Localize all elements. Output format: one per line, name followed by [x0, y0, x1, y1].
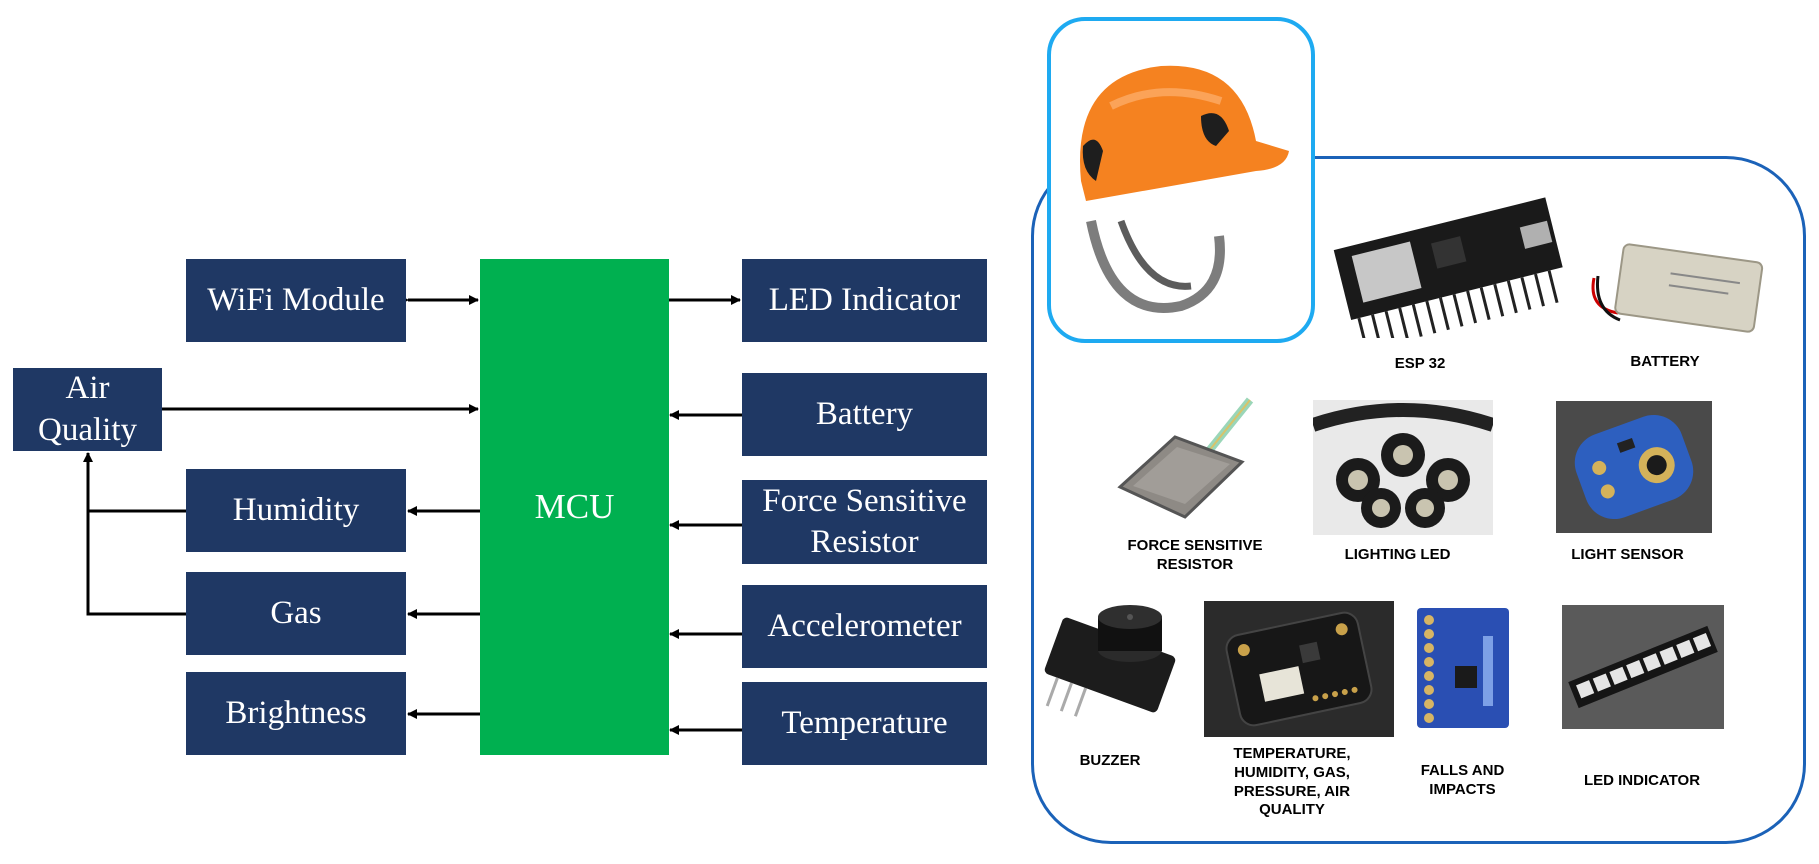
air-quality-label: Air Quality	[38, 370, 137, 448]
environment-sensor-caption: TEMPERATURE, HUMIDITY, GAS, PRESSURE, AI…	[1233, 745, 1351, 819]
humidity-block: Humidity	[186, 469, 406, 552]
environment-sensor-image	[1204, 601, 1394, 737]
temperature-block: Temperature	[742, 682, 987, 765]
imu-caption: FALLS AND IMPACTS	[1420, 762, 1505, 798]
esp32-board-image	[1333, 197, 1563, 338]
fsr-label: Force Sensitive Resistor	[762, 482, 967, 560]
arrow-gas-air	[83, 452, 186, 616]
light-sensor-caption: LIGHT SENSOR	[1571, 546, 1684, 563]
esp32-caption: ESP 32	[1394, 355, 1446, 372]
light-sensor-image	[1556, 401, 1712, 533]
humidity-label: Humidity	[232, 491, 360, 528]
fsr-caption: FORCE SENSITIVE RESISTOR	[1127, 537, 1263, 573]
battery-label: Battery	[815, 395, 914, 432]
force-sensitive-resistor-image	[1117, 397, 1254, 519]
wifi-module-block: WiFi Module	[186, 259, 406, 342]
gas-block: Gas	[186, 572, 406, 655]
led-indicator-block: LED Indicator	[742, 259, 987, 342]
safety-helmet-image	[1080, 65, 1289, 313]
helmet-frame	[1047, 17, 1315, 343]
battery-caption: BATTERY	[1630, 353, 1700, 370]
battery-image	[1591, 243, 1764, 333]
gas-label: Gas	[270, 594, 322, 631]
led-indicator-caption: LED INDICATOR	[1583, 772, 1701, 789]
fsr-block: Force Sensitive Resistor	[742, 480, 987, 564]
brightness-label: Brightness	[225, 694, 367, 731]
diagram-arrows	[83, 295, 742, 735]
air-quality-block: Air Quality	[13, 368, 162, 451]
wifi-module-label: WiFi Module	[207, 281, 385, 318]
buzzer-caption: BUZZER	[1079, 752, 1141, 769]
led-indicator-strip-image	[1562, 605, 1724, 729]
lighting-led-image	[1313, 400, 1493, 535]
accelerometer-label: Accelerometer	[767, 607, 962, 644]
brightness-block: Brightness	[186, 672, 406, 755]
mcu-label: MCU	[534, 487, 615, 526]
accelerometer-block: Accelerometer	[742, 585, 987, 668]
led-indicator-label: LED Indicator	[768, 281, 961, 318]
battery-block: Battery	[742, 373, 987, 456]
imu-sensor-image	[1417, 608, 1509, 728]
temperature-label: Temperature	[781, 704, 948, 741]
buzzer-image	[1044, 605, 1176, 717]
lighting-led-caption: LIGHTING LED	[1344, 546, 1451, 563]
mcu-block: MCU	[480, 259, 669, 755]
